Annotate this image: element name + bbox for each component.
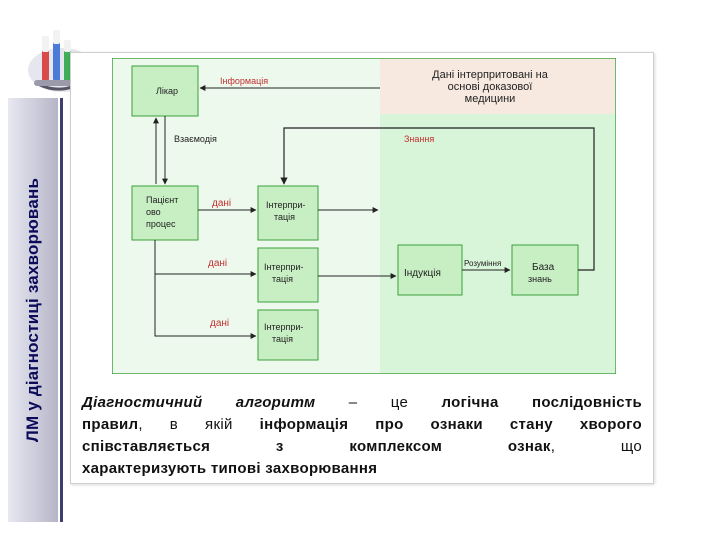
sidebar-band [8, 98, 58, 522]
term-diagnostic-algorithm: Діагностичний алгоритм [82, 394, 316, 411]
data-arrow-3 [154, 274, 257, 339]
interp-1-line-2: тація [274, 212, 295, 222]
data-label-2: дані [208, 258, 227, 269]
interpretation-box-2 [257, 247, 319, 303]
phrase-compared: співставляється з комплексом ознак [82, 438, 551, 455]
interp-2-line-2: тація [272, 274, 293, 284]
induction-box [397, 244, 463, 296]
knowledge-feedback-loop [280, 127, 595, 271]
sidebar-title-text: ЛМ у діагностиці захворювань [23, 177, 42, 443]
patient-label-1: Пацієнт [146, 195, 178, 205]
phrase-logical-sequence: логічна послідовність [441, 394, 642, 411]
interpretation-box-3 [257, 309, 319, 361]
definition-line-1: Діагностичний алгоритм – це логічна посл… [82, 392, 642, 414]
header-text-2: основі доказової [448, 81, 533, 93]
induction-label: Індукція [404, 268, 441, 279]
definition-line-4: характеризують типові захворювання [82, 458, 642, 480]
doctor-box [131, 65, 199, 117]
definition-text: Діагностичний алгоритм – це логічна посл… [82, 392, 642, 480]
diagnostic-flow-diagram: Дані інтерпритовані на основі доказової … [112, 58, 616, 374]
data-label-3: дані [210, 318, 229, 329]
header-text-1: Дані інтерпритовані на [432, 69, 549, 81]
data-label-1: дані [212, 198, 231, 209]
knowledge-label: Знання [404, 134, 434, 144]
patient-process-box [131, 185, 199, 241]
doctor-label: Лікар [156, 86, 178, 96]
sidebar-title: ЛМ у діагностиці захворювань [8, 98, 58, 522]
phrase-information: інформація про ознаки стану хворого [259, 416, 642, 433]
phrase-characterize: характеризують типові захворювання [82, 460, 378, 477]
definition-line-2: правил, в якій інформація про ознаки ста… [82, 414, 642, 436]
sidebar-divider [60, 98, 63, 522]
interpretation-box-1 [257, 185, 319, 241]
header-band [380, 59, 615, 114]
definition-line-3: співставляється з комплексом ознак, що [82, 436, 642, 458]
header-text-3: медицини [465, 93, 516, 105]
phrase-in-which: , в якій [138, 416, 260, 433]
phrase-rules: правил [82, 416, 139, 433]
interp-2-line-1: Інтерпри- [264, 262, 303, 272]
phrase-that: , що [550, 438, 642, 455]
patient-label-3: процес [146, 219, 176, 229]
knowledge-base-label-2: знань [528, 274, 552, 284]
interp-3-line-1: Інтерпри- [264, 322, 303, 332]
information-label: Інформація [220, 76, 268, 86]
interp-3-line-2: тація [272, 334, 293, 344]
definition-connector: – це [315, 394, 442, 411]
interaction-label: Взаємодія [174, 134, 217, 144]
patient-label-2: ово [146, 207, 161, 217]
knowledge-base-label-1: База [532, 262, 555, 273]
reasoning-label: Розуміння [464, 259, 501, 268]
interp-1-line-1: Інтерпри- [266, 200, 305, 210]
